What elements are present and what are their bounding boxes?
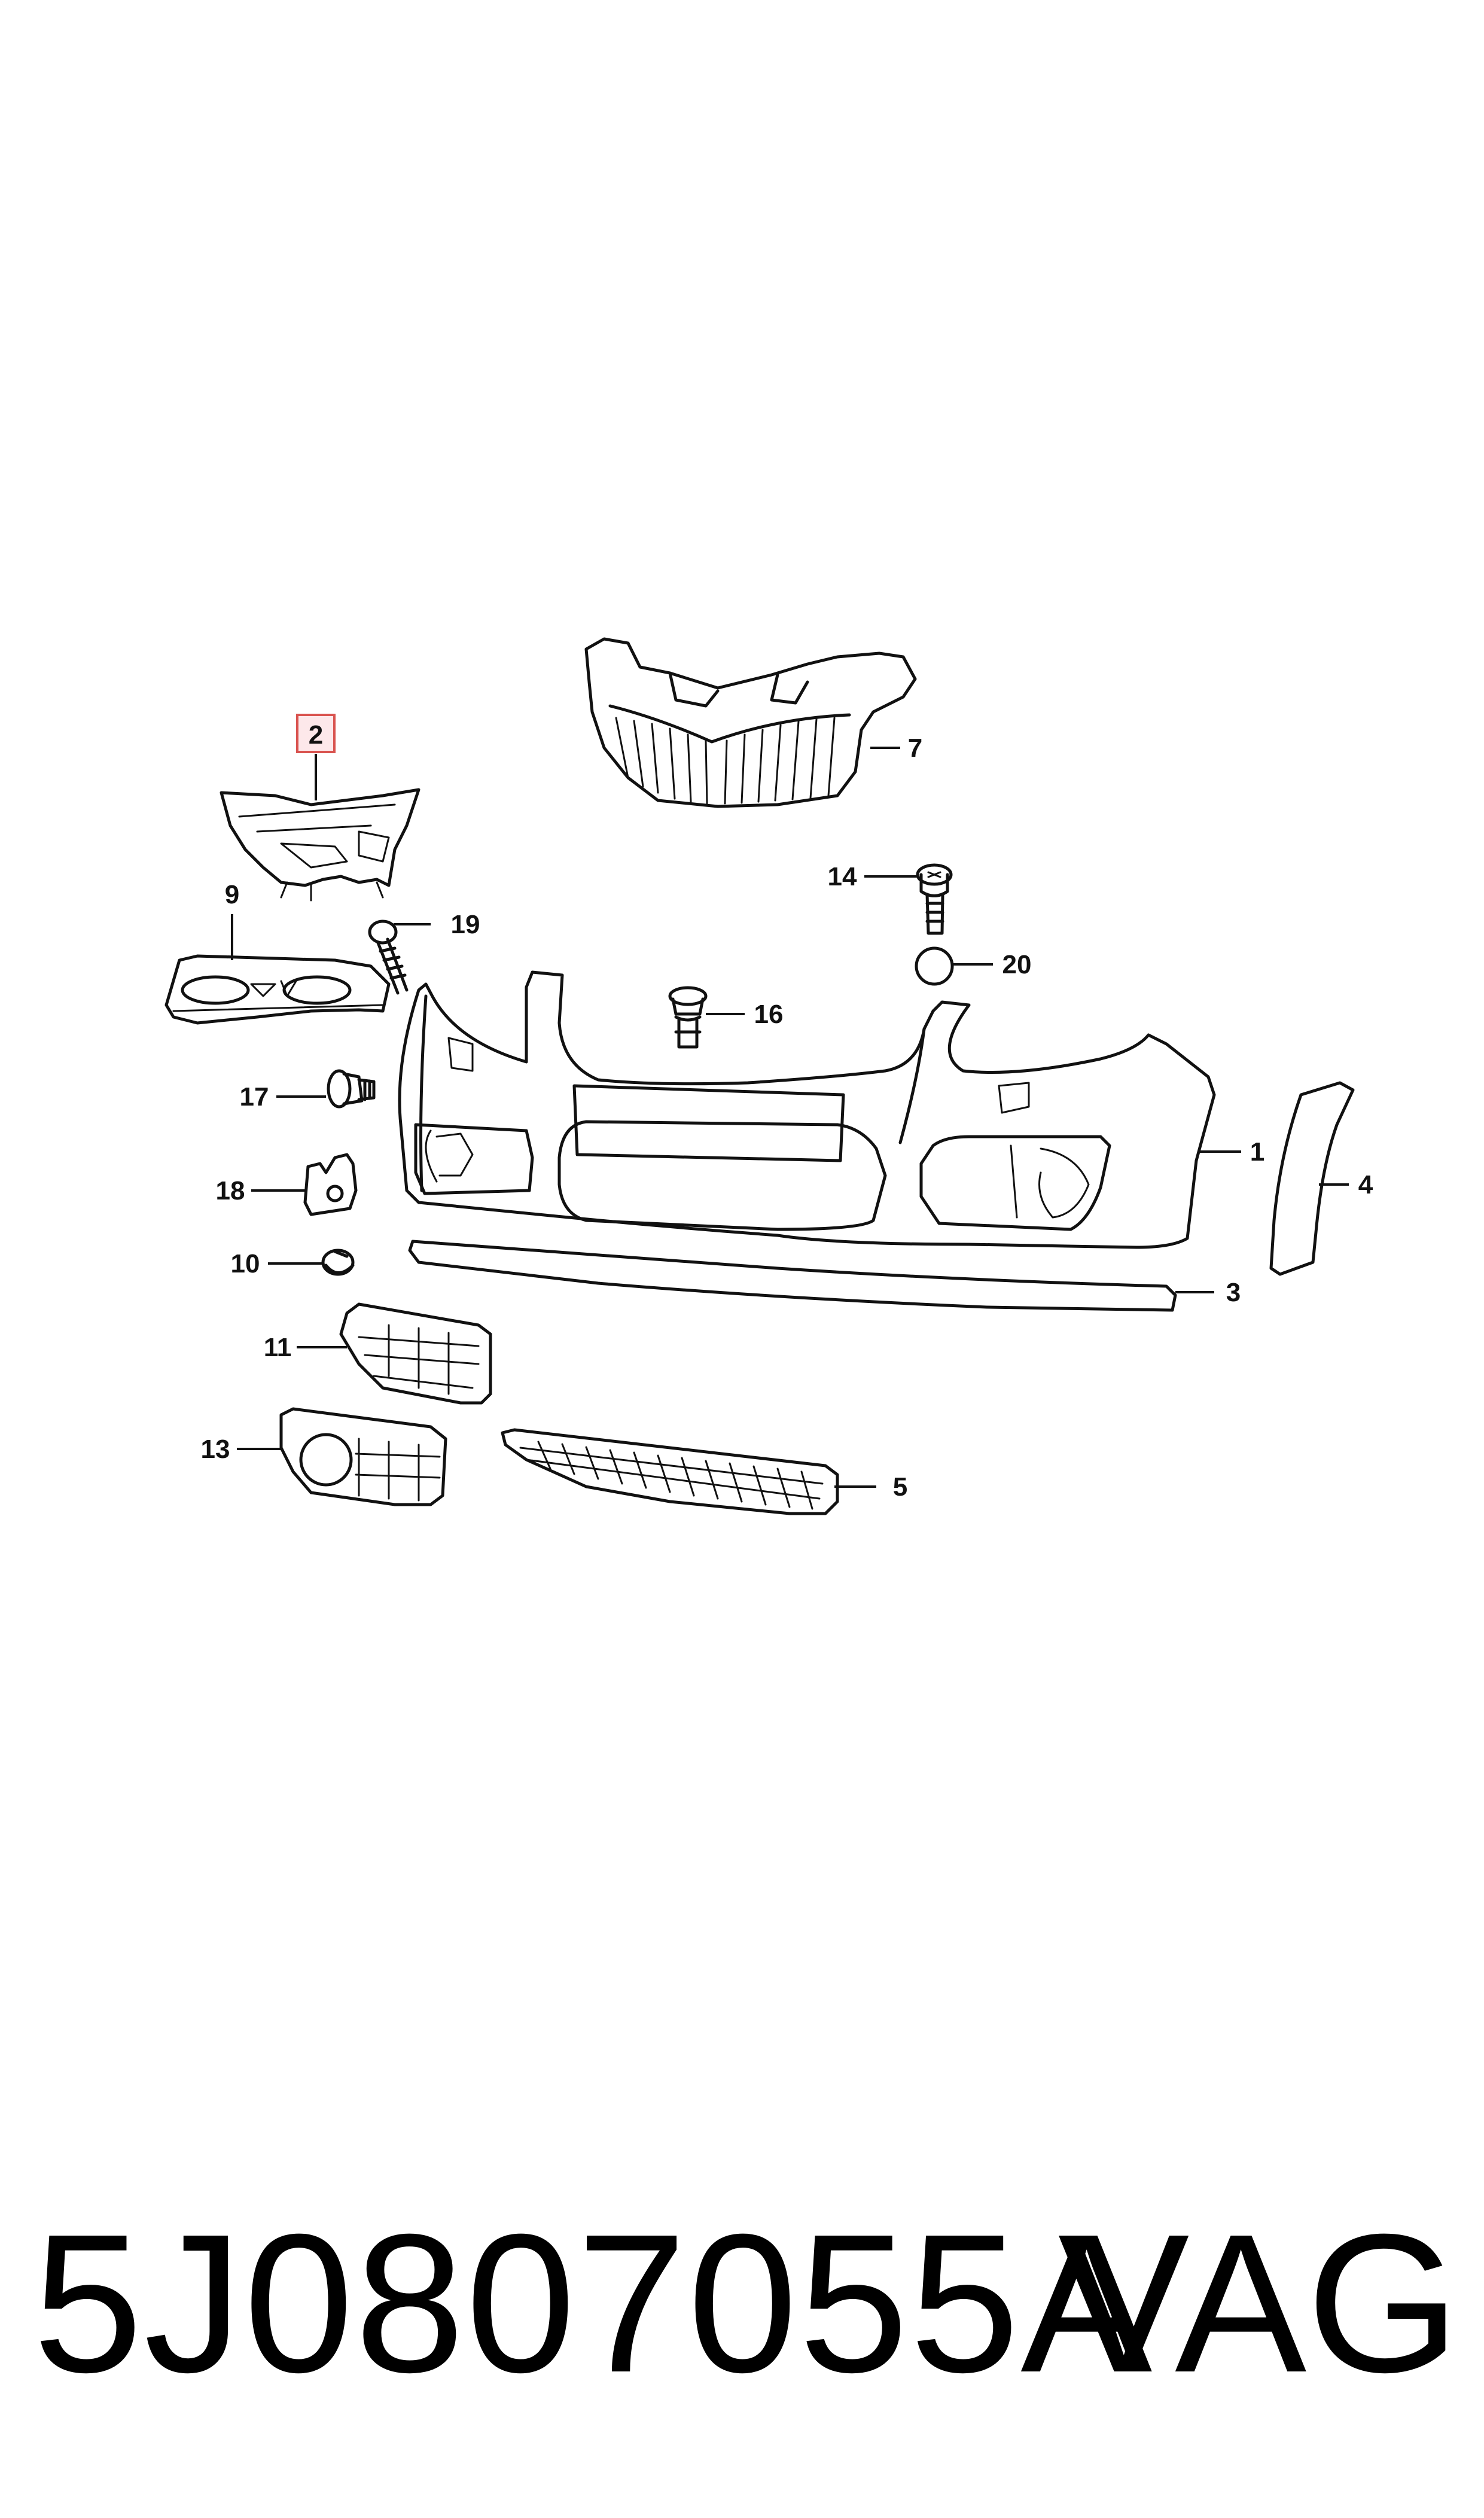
callout-14: 14 bbox=[828, 862, 857, 891]
part-7-upper-grille bbox=[584, 637, 917, 808]
callout-10: 10 bbox=[231, 1249, 260, 1278]
part-1-bumper-cover bbox=[398, 970, 1216, 1249]
leader-lines bbox=[231, 747, 1349, 1488]
part-4-side-molding bbox=[1269, 1081, 1355, 1276]
part-number: 5J0807055A bbox=[33, 2193, 1154, 2413]
callout-13: 13 bbox=[201, 1435, 230, 1464]
footer: 5J0807055A VAG bbox=[0, 2178, 1484, 2429]
callout-11: 11 bbox=[264, 1333, 292, 1362]
part-20-plug bbox=[915, 946, 954, 986]
callout-4: 4 bbox=[1358, 1170, 1373, 1199]
part-19-screw bbox=[368, 919, 409, 995]
callout-16: 16 bbox=[754, 1000, 784, 1029]
callout-1: 1 bbox=[1250, 1137, 1264, 1167]
callout-17: 17 bbox=[240, 1082, 269, 1112]
part-13-fog-bezel bbox=[279, 1407, 447, 1506]
part-17-screw bbox=[327, 1069, 376, 1109]
callout-9: 9 bbox=[225, 880, 239, 909]
part-3-lower-spoiler bbox=[408, 1240, 1177, 1312]
callout-20: 20 bbox=[1002, 950, 1032, 979]
callout-7: 7 bbox=[908, 733, 922, 763]
callout-18: 18 bbox=[216, 1176, 245, 1205]
callout-labels: 2 7 9 19 14 20 16 17 18 10 11 13 1 3 4 5 bbox=[201, 714, 1373, 1502]
part-14-bolt bbox=[916, 863, 953, 935]
callout-5: 5 bbox=[893, 1472, 907, 1502]
part-2-bracket bbox=[220, 788, 420, 902]
callout-2-highlight bbox=[296, 714, 336, 753]
part-10-grommet bbox=[321, 1249, 355, 1276]
part-11-fog-grille-left bbox=[339, 1302, 492, 1405]
callout-19: 19 bbox=[451, 910, 480, 939]
part-9-side-trim bbox=[164, 954, 391, 1025]
part-5-lower-grille bbox=[501, 1428, 839, 1515]
callout-3: 3 bbox=[1226, 1278, 1241, 1307]
callout-2: 2 bbox=[309, 720, 323, 750]
brand-name: VAG bbox=[1058, 2193, 1460, 2413]
part-16-clip bbox=[668, 986, 708, 1049]
part-18-clip-nut bbox=[303, 1153, 358, 1216]
